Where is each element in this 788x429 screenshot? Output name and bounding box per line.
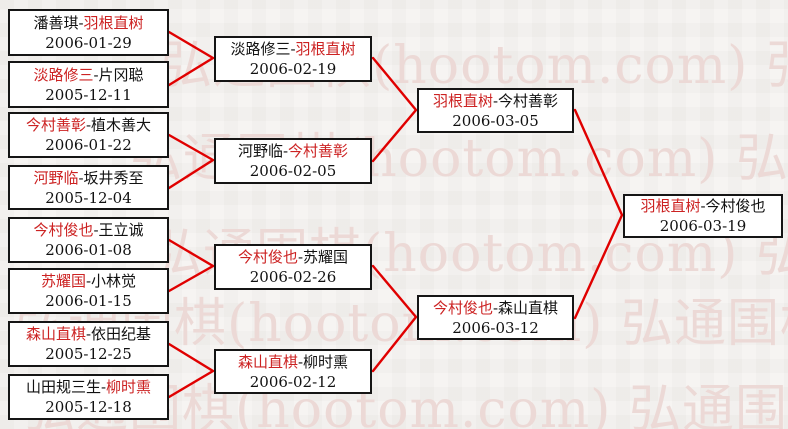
player-first: 山田规三生 <box>25 378 101 396</box>
vs-dash: - <box>93 221 99 239</box>
match-box-r1-m2: 淡路修三-片冈聪 2005-12-11 <box>8 61 169 108</box>
match-date: 2006-02-05 <box>249 162 337 180</box>
player-second: 今村善彰 <box>288 142 349 160</box>
match-date: 2005-12-11 <box>45 85 132 104</box>
player-first: 河野临 <box>237 142 283 160</box>
match-box-r2-m2: 河野临-今村善彰 2006-02-05 <box>214 138 372 184</box>
vs-dash: - <box>492 91 499 110</box>
player-second: 苏耀国 <box>303 248 349 266</box>
match-players: 山田规三生-柳时熏 <box>26 377 151 397</box>
match-players: 淡路修三-片冈聪 <box>33 65 143 85</box>
match-date: 2006-02-12 <box>249 372 337 391</box>
match-date: 2006-01-22 <box>45 136 132 154</box>
player-second: 小林觉 <box>91 272 137 290</box>
match-players: 森山直棋-柳时熏 <box>238 352 348 372</box>
match-box-r1-m6: 苏耀国-小林觉 2006-01-15 <box>8 268 169 314</box>
match-players: 今村俊也-王立诚 <box>33 220 143 240</box>
match-box-r1-m1: 潘善琪-羽根直树 2006-01-29 <box>8 9 169 56</box>
match-box-r2-m4: 森山直棋-柳时熏 2006-02-12 <box>214 349 372 394</box>
player-second: 柳时熏 <box>303 352 349 371</box>
player-first: 森山直棋 <box>237 352 298 371</box>
connector-r1-pair4 <box>167 342 216 399</box>
vs-dash: - <box>290 40 296 58</box>
vs-dash: - <box>297 248 304 266</box>
match-box-r2-m3: 今村俊也-苏耀国 2006-02-26 <box>214 244 372 290</box>
player-second: 植木善大 <box>91 116 152 134</box>
vs-dash: - <box>85 272 92 290</box>
player-second: 片冈聪 <box>98 65 144 84</box>
match-players: 潘善琪-羽根直树 <box>33 13 143 33</box>
player-second: 依田纪基 <box>91 325 152 343</box>
match-players: 森山直棋-依田纪基 <box>26 324 151 344</box>
match-players: 今村俊也-苏耀国 <box>238 247 348 267</box>
connector-r1-pair2 <box>167 133 216 190</box>
connector-r1-pair1 <box>167 30 216 87</box>
match-players: 苏耀国-小林觉 <box>41 271 136 291</box>
player-first: 羽根直树 <box>640 197 701 215</box>
player-first: 羽根直树 <box>432 91 493 110</box>
match-date: 2005-12-18 <box>45 398 132 416</box>
match-players: 今村善彰-植木善大 <box>26 115 151 135</box>
player-first: 淡路修三 <box>33 65 94 84</box>
player-second: 羽根直树 <box>295 40 356 58</box>
match-players: 羽根直树-今村俊也 <box>640 196 765 216</box>
player-second: 坂井秀至 <box>83 168 144 187</box>
player-first: 今村俊也 <box>237 248 298 266</box>
vs-dash: - <box>85 116 92 134</box>
vs-dash: - <box>100 378 107 396</box>
match-date: 2006-01-08 <box>45 241 132 259</box>
connector-r1-pair3 <box>167 238 216 293</box>
vs-dash: - <box>492 298 499 317</box>
match-box-r1-m5: 今村俊也-王立诚 2006-01-08 <box>8 217 169 263</box>
player-first: 森山直棋 <box>25 325 86 343</box>
player-first: 河野临 <box>33 168 79 187</box>
player-second: 今村俊也 <box>705 197 766 215</box>
match-players: 河野临-今村善彰 <box>238 141 348 161</box>
match-date: 2006-01-29 <box>45 33 132 52</box>
player-second: 王立诚 <box>98 221 144 239</box>
connector-sf-pair <box>573 108 624 320</box>
vs-dash: - <box>78 168 84 187</box>
match-box-r1-m4: 河野临-坂井秀至 2005-12-04 <box>8 165 169 210</box>
player-first: 苏耀国 <box>40 272 86 290</box>
vs-dash: - <box>282 142 289 160</box>
vs-dash: - <box>700 197 706 215</box>
match-date: 2006-01-15 <box>45 292 132 310</box>
connector-r2-pair1 <box>371 56 418 163</box>
match-box-r1-m3: 今村善彰-植木善大 2006-01-22 <box>8 112 169 158</box>
match-box-r1-m7: 森山直棋-依田纪基 2005-12-25 <box>8 321 169 367</box>
match-box-sf-m2: 今村俊也-森山直棋 2006-03-12 <box>417 295 574 340</box>
player-first: 今村善彰 <box>25 116 86 134</box>
match-players: 今村俊也-森山直棋 <box>433 298 558 318</box>
match-players: 羽根直树-今村善彰 <box>433 91 558 111</box>
match-date: 2006-03-19 <box>659 217 747 235</box>
match-date: 2005-12-25 <box>45 345 132 363</box>
match-date: 2006-03-12 <box>452 318 539 337</box>
player-first: 潘善琪 <box>33 13 79 32</box>
vs-dash: - <box>85 325 92 343</box>
match-date: 2006-03-05 <box>452 111 539 130</box>
match-box-r1-m8: 山田规三生-柳时熏 2005-12-18 <box>8 374 169 420</box>
match-players: 淡路修三-羽根直树 <box>230 39 355 59</box>
match-date: 2006-02-26 <box>249 268 337 286</box>
vs-dash: - <box>78 13 84 32</box>
player-second: 今村善彰 <box>498 91 559 110</box>
player-first: 今村俊也 <box>33 221 94 239</box>
vs-dash: - <box>297 352 304 371</box>
match-box-sf-m1: 羽根直树-今村善彰 2006-03-05 <box>417 88 574 133</box>
vs-dash: - <box>93 65 99 84</box>
match-players: 河野临-坂井秀至 <box>33 168 143 188</box>
match-date: 2005-12-04 <box>45 188 132 207</box>
player-first: 淡路修三 <box>230 40 291 58</box>
player-second: 羽根直树 <box>83 13 144 32</box>
match-date: 2006-02-19 <box>249 60 337 78</box>
connector-r2-pair2 <box>371 264 418 373</box>
player-second: 森山直棋 <box>498 298 559 317</box>
match-box-final: 羽根直树-今村俊也 2006-03-19 <box>623 194 783 238</box>
player-first: 今村俊也 <box>432 298 493 317</box>
player-second: 柳时熏 <box>106 378 152 396</box>
match-box-r2-m1: 淡路修三-羽根直树 2006-02-19 <box>214 36 372 82</box>
